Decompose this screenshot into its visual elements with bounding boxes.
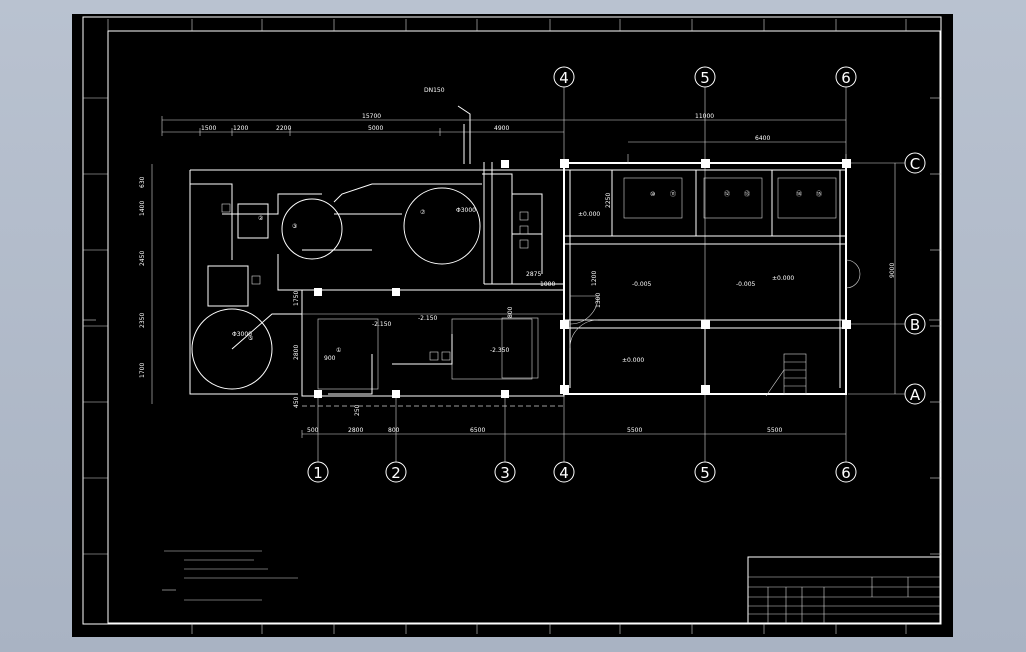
pump-skid-10 — [623, 177, 683, 219]
equip-label-3: ③ — [292, 223, 297, 230]
dim-1300: 1300 — [595, 293, 602, 308]
axis-3-bottom: 3 — [494, 461, 516, 483]
dim-bottom-seg-6: 5500 — [767, 427, 782, 434]
tank-7-size: Φ3000 — [456, 207, 476, 214]
axis-1-bottom-label: 1 — [313, 464, 323, 482]
annex-walls — [301, 162, 565, 407]
dim-bottom-seg-1: 500 — [307, 427, 319, 434]
dim-top-seg-1: 1500 — [201, 125, 216, 132]
axis-2-bottom: 2 — [385, 461, 407, 483]
axis-4-top: 4 — [553, 66, 575, 88]
axis-4-bottom-label: 4 — [559, 464, 569, 482]
axis-3-bottom-label: 3 — [500, 464, 510, 482]
axis-6-bottom-label: 6 — [841, 464, 851, 482]
dim-left-5: 1700 — [139, 363, 146, 378]
dim-top-seg-2: 1200 — [233, 125, 248, 132]
equip-label-1: ① — [336, 347, 341, 354]
axis-bubbles: 4 5 6 1 2 3 4 5 — [307, 66, 926, 483]
filter-3 — [207, 265, 249, 307]
equip-label-14: ⑭ — [796, 190, 802, 198]
axis-A-label: A — [910, 386, 921, 404]
elev-pit: -2.350 — [490, 347, 510, 354]
axis-B-label: B — [910, 316, 920, 334]
axis-5-top: 5 — [694, 66, 716, 88]
dim-left-1: 630 — [139, 176, 146, 188]
equip-label-2: ② — [258, 215, 264, 222]
dimension-texts: 15700 11000 1500 1200 2200 5000 4900 640… — [139, 113, 896, 434]
pump-skid-14 — [777, 177, 837, 219]
elev-floor-a: -0.005 — [632, 281, 652, 288]
pipe-label-top: DN150 — [424, 87, 445, 94]
general-notes — [162, 550, 298, 601]
axis-5-bottom: 5 — [694, 461, 716, 483]
dim-top-seg-3: 2200 — [276, 125, 291, 132]
axis-6-bottom: 6 — [835, 461, 857, 483]
axis-C: C — [904, 152, 926, 174]
dim-top-right: 11000 — [695, 113, 714, 120]
dim-bottom-seg-5: 5500 — [627, 427, 642, 434]
elev-sump-2: -2.150 — [418, 315, 438, 322]
dim-2250: 2250 — [605, 193, 612, 208]
columns — [314, 159, 851, 398]
dim-2800: 2800 — [293, 345, 300, 360]
dimension-lines — [151, 116, 896, 438]
equip-label-13: ⑬ — [744, 190, 750, 198]
elev-room-level-2: ±0.000 — [772, 275, 794, 282]
dim-2875: 2875 — [526, 271, 541, 278]
dim-top-overall: 15700 — [362, 113, 381, 120]
dim-bottom-seg-2: 2800 — [348, 427, 363, 434]
tank-7 — [403, 187, 481, 265]
axis-B: B — [904, 313, 926, 335]
room-labels: ±0.000 ±0.000 ±0.000 -0.005 -0.005 -2.15… — [232, 87, 822, 364]
axis-5-bottom-label: 5 — [700, 464, 710, 482]
valves — [221, 203, 529, 361]
axis-2-bottom-label: 2 — [391, 464, 401, 482]
dim-bottom-seg-4: 6500 — [470, 427, 485, 434]
axis-5-top-label: 5 — [700, 69, 710, 87]
tank-5 — [191, 308, 273, 390]
drawing-frame — [82, 16, 942, 634]
equip-label-5: ⑤ — [248, 335, 253, 342]
dim-900: 900 — [324, 355, 336, 362]
sump-pit — [501, 317, 539, 379]
axis-A: A — [904, 383, 926, 405]
equipment — [191, 177, 837, 390]
dim-left-6: 450 — [293, 396, 300, 408]
axis-6-top: 6 — [835, 66, 857, 88]
dim-right-overall: 9000 — [889, 263, 896, 278]
axis-6-top-label: 6 — [841, 69, 851, 87]
cad-viewport[interactable]: 4 5 6 1 2 3 4 5 — [72, 14, 953, 637]
axis-4-top-label: 4 — [559, 69, 569, 87]
piping-plan-drawing: 4 5 6 1 2 3 4 5 — [82, 16, 942, 634]
axis-1-bottom: 1 — [307, 461, 329, 483]
title-block — [747, 556, 941, 624]
axis-C-label: C — [910, 155, 920, 173]
dim-top-seg-5: 4900 — [494, 125, 509, 132]
dim-top-right-inner: 6400 — [755, 135, 770, 142]
dim-bottom-seg-3: 800 — [388, 427, 400, 434]
tank-5-size: Φ3000 — [232, 331, 252, 338]
equip-label-11: ⑪ — [670, 190, 676, 198]
equip-label-15: ⑮ — [816, 190, 822, 198]
dim-left-2: 1400 — [139, 201, 146, 216]
piping — [189, 105, 564, 395]
dim-1750: 1750 — [293, 291, 300, 306]
equip-label-7: ⑦ — [420, 209, 426, 216]
dim-top-seg-4: 5000 — [368, 125, 383, 132]
pump-skid-12 — [703, 177, 763, 219]
equip-label-12: ⑫ — [724, 190, 730, 198]
dim-250: 250 — [354, 404, 361, 416]
elev-floor-b: -0.005 — [736, 281, 756, 288]
filter-1 — [237, 203, 269, 239]
elev-sump: -2.150 — [372, 321, 392, 328]
axis-4-bottom: 4 — [553, 461, 575, 483]
dim-1200: 1200 — [591, 271, 598, 286]
tank-2 — [281, 198, 343, 260]
dim-left-3: 2450 — [139, 251, 146, 266]
elev-room-level-3: ±0.000 — [622, 357, 644, 364]
elev-room-level-1: ±0.000 — [578, 211, 600, 218]
dim-800: 800 — [507, 306, 514, 318]
equip-label-10: ⑩ — [650, 191, 655, 198]
dim-left-4: 2350 — [139, 313, 146, 328]
